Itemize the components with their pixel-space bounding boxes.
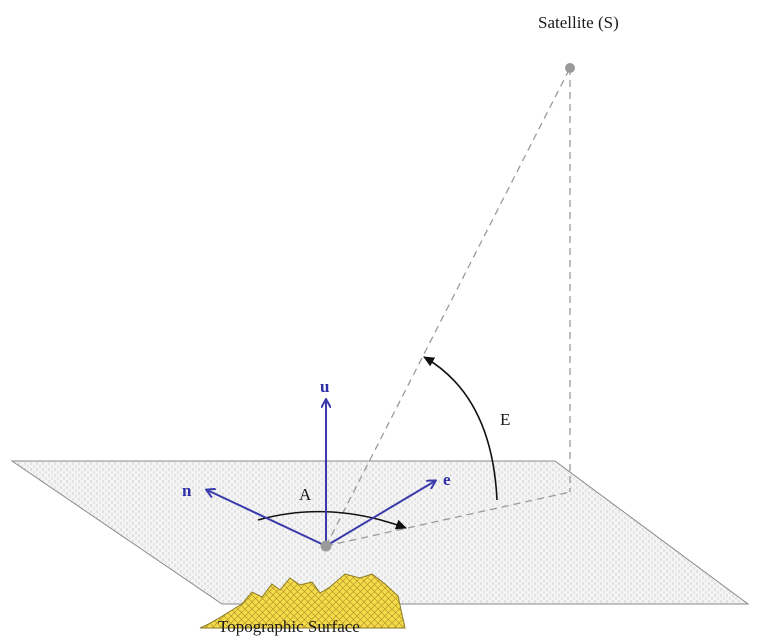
east-axis [325, 481, 435, 547]
east-axis-label: e [443, 470, 451, 489]
satellite-label: Satellite (S) [538, 13, 619, 32]
north-axis-label: n [182, 481, 192, 500]
north-axis [207, 490, 327, 547]
azimuth-label: A [299, 485, 312, 504]
surface-label: Topographic Surface [218, 617, 360, 636]
elevation-arc [423, 356, 498, 501]
horizontal-projection [325, 491, 571, 547]
observer-point [320, 540, 332, 552]
topographic-surface [199, 573, 406, 629]
up-axis-label: u [320, 377, 329, 396]
azimuth-arc [257, 510, 407, 530]
line-of-sight [325, 67, 571, 547]
elevation-label: E [500, 410, 510, 429]
satellite-point [565, 63, 575, 73]
horizontal-plane [10, 460, 750, 605]
